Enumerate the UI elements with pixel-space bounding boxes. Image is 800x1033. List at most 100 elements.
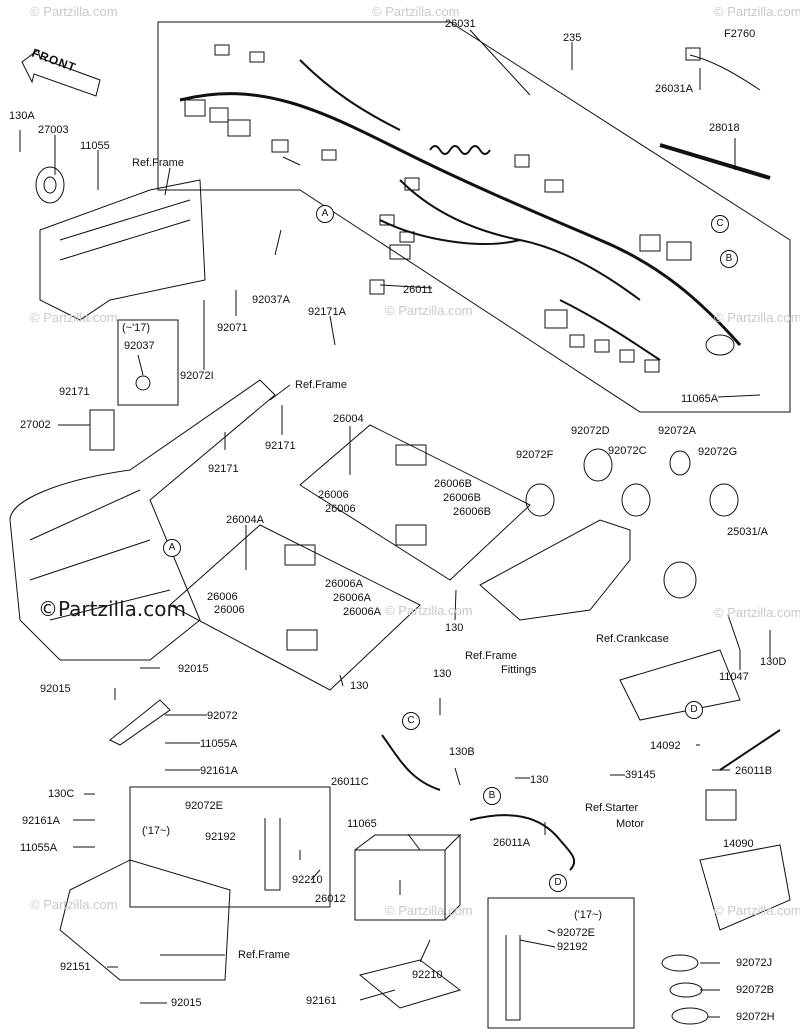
part-label: 92192: [205, 831, 236, 843]
part-label: 26006B: [434, 478, 472, 490]
ref-label: Ref.Frame: [465, 650, 517, 662]
harness-connector: [619, 349, 635, 363]
part-label: 130: [530, 774, 549, 786]
part-label: 130: [445, 622, 464, 634]
harness-connector: [544, 179, 564, 193]
band-92072C: [621, 483, 651, 517]
watermark: © Partzilla.com: [714, 4, 800, 19]
watermark: © Partzilla.com: [30, 4, 118, 19]
part-label: 11065: [347, 818, 377, 830]
part-label: 26006B: [453, 506, 491, 518]
callout-d: D: [549, 874, 567, 892]
ref-label: Fittings: [501, 664, 537, 676]
part-label: 26011: [403, 284, 433, 296]
part-label: 11055: [80, 140, 110, 152]
part-label: 130A: [9, 110, 35, 122]
part-label: 92171: [208, 463, 239, 475]
part-label: 92015: [178, 663, 209, 675]
part-label: 11065A: [681, 393, 719, 405]
part-label: 92072D: [571, 425, 610, 437]
part-11047: [727, 614, 741, 651]
part-label: 27003: [38, 124, 69, 136]
part-label: 26006: [207, 591, 238, 603]
band-92072G: [709, 483, 739, 517]
part-label: 26012: [315, 893, 346, 905]
part-label: 26004A: [226, 514, 264, 526]
part-label: 26006: [325, 503, 356, 515]
ref-label: Ref.Starter: [585, 802, 639, 814]
clamp-92072J: [661, 954, 699, 972]
bracket-92072: [109, 699, 171, 746]
harness-connector: [404, 177, 420, 191]
part-label: 26006A: [343, 606, 381, 618]
part-label: 92161: [306, 995, 337, 1007]
harness-connector: [644, 359, 660, 373]
part-label: 130B: [449, 746, 475, 758]
leader-lines: [19, 29, 771, 1018]
part-label: 92161A: [200, 765, 238, 777]
crankcase-outline: [619, 649, 741, 721]
part-label: 92072: [207, 710, 238, 722]
year-note: ('17~): [574, 909, 603, 921]
clamp-92072H: [671, 1007, 709, 1025]
part-label: 26011B: [735, 765, 773, 777]
part-label: 130: [350, 680, 369, 692]
part-label: 14092: [650, 740, 681, 752]
part-label: 26006A: [333, 592, 371, 604]
part-label: 28018: [709, 122, 740, 134]
part-label: 92171: [265, 440, 296, 452]
part-label: 92072J: [736, 957, 773, 969]
part-label: 27002: [20, 419, 51, 431]
horn-27003: [35, 166, 65, 204]
callout-c: C: [711, 215, 729, 233]
fuse-box-26004-frame: [299, 424, 531, 581]
watermark: © Partzilla.com: [30, 310, 118, 325]
cable-26011C: [381, 734, 441, 791]
ref-label: Ref.Frame: [238, 949, 290, 961]
harness-connector: [214, 44, 230, 56]
part-label: 92072E: [557, 927, 595, 939]
ref-label: Ref.Crankcase: [596, 633, 669, 645]
harness-connector: [514, 154, 530, 168]
part-label: 130: [433, 668, 452, 680]
part-label: 92072E: [185, 800, 223, 812]
part-label: 235: [563, 32, 582, 44]
callout-b: B: [483, 787, 501, 805]
frame-fittings-cover: [479, 519, 631, 621]
part-label: 92072A: [658, 425, 696, 437]
harness-connector: [544, 309, 568, 329]
part-label: 92210: [292, 874, 323, 886]
clamp-92072B: [669, 982, 703, 998]
main-harness: [179, 92, 742, 346]
part-92192-box: [129, 786, 331, 908]
part-label: 92015: [171, 997, 202, 1009]
watermark: © Partzilla.com: [714, 903, 800, 918]
part-label: 39145: [625, 769, 656, 781]
callout-a: A: [316, 205, 334, 223]
harness-connector: [369, 279, 385, 295]
part-label: 92192: [557, 941, 588, 953]
part-label: 92072G: [698, 446, 738, 458]
part-label: 26006B: [443, 492, 481, 504]
band-92072D: [583, 448, 613, 482]
part-label: 130C: [48, 788, 75, 800]
part-label: 92072H: [736, 1011, 775, 1023]
watermark: © Partzilla.com: [714, 310, 800, 325]
battery-pad-92161: [358, 959, 462, 1009]
callout-c: C: [402, 712, 420, 730]
part-label: 11047: [719, 671, 749, 683]
harness-connector: [639, 234, 661, 252]
watermark: © Partzilla.com: [714, 605, 800, 620]
watermark: © Partzilla.com: [30, 897, 118, 912]
harness-connector: [321, 149, 337, 161]
part-label: 26004: [333, 413, 364, 425]
harness-coil: [429, 145, 491, 155]
part-label: 92151: [60, 961, 91, 973]
part-label: 26011C: [331, 776, 369, 788]
harness-enclosure: [157, 21, 791, 413]
year-note: ('17~): [142, 825, 171, 837]
year-note: (~'17): [122, 322, 151, 334]
callout-a: A: [163, 539, 181, 557]
